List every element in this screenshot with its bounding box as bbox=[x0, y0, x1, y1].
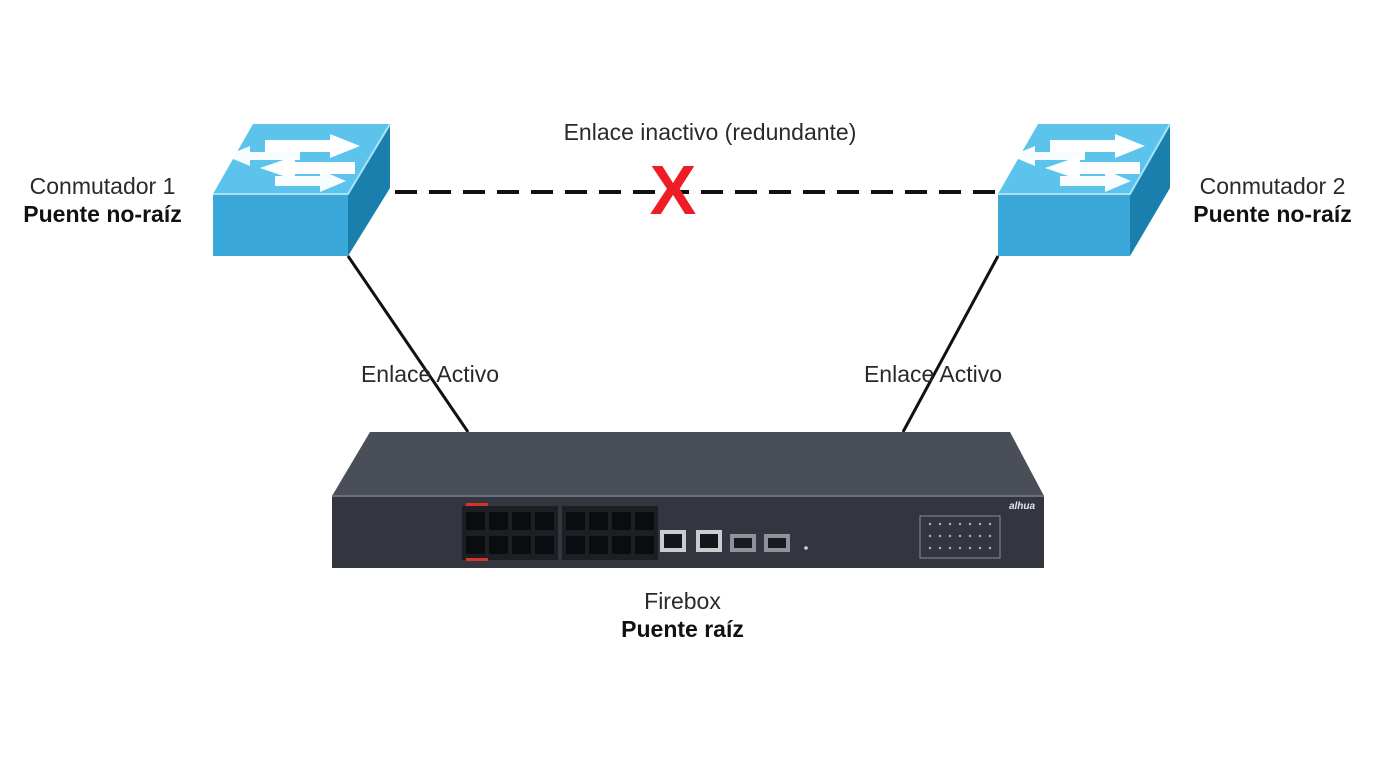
active-link-left-text: Enlace Activo bbox=[360, 361, 500, 387]
switch-2-icon bbox=[998, 123, 1171, 256]
switch-2-role: Puente no-raíz bbox=[1193, 201, 1352, 227]
inactive-link-label: Enlace inactivo (redundante) bbox=[480, 118, 940, 146]
inactive-link-text: Enlace inactivo (redundante) bbox=[563, 119, 857, 145]
switch-1-name: Conmutador 1 bbox=[29, 173, 176, 199]
switch-2-name: Conmutador 2 bbox=[1199, 173, 1346, 199]
switch-2-label: Conmutador 2 Puente no-raíz bbox=[1170, 172, 1375, 228]
firebox-rack-switch-icon: alhua bbox=[332, 432, 1044, 568]
active-link-left-label: Enlace Activo bbox=[330, 360, 530, 388]
blocked-link-marker: X bbox=[650, 151, 697, 229]
active-link-right-text: Enlace Activo bbox=[863, 361, 1003, 387]
firebox-brand-logo: alhua bbox=[1009, 501, 1036, 512]
status-led-panel bbox=[919, 515, 1001, 559]
firebox-label: Firebox Puente raíz bbox=[580, 587, 785, 643]
active-link-left-line bbox=[346, 255, 470, 433]
uplink-ports bbox=[660, 530, 808, 552]
firebox-role: Puente raíz bbox=[621, 616, 744, 642]
switch-1-role: Puente no-raíz bbox=[23, 201, 182, 227]
active-link-right-label: Enlace Activo bbox=[833, 360, 1033, 388]
switch-1-label: Conmutador 1 Puente no-raíz bbox=[0, 172, 205, 228]
firebox-name: Firebox bbox=[644, 588, 721, 614]
active-link-right-line bbox=[901, 255, 1000, 433]
switch-1-icon bbox=[213, 123, 391, 256]
